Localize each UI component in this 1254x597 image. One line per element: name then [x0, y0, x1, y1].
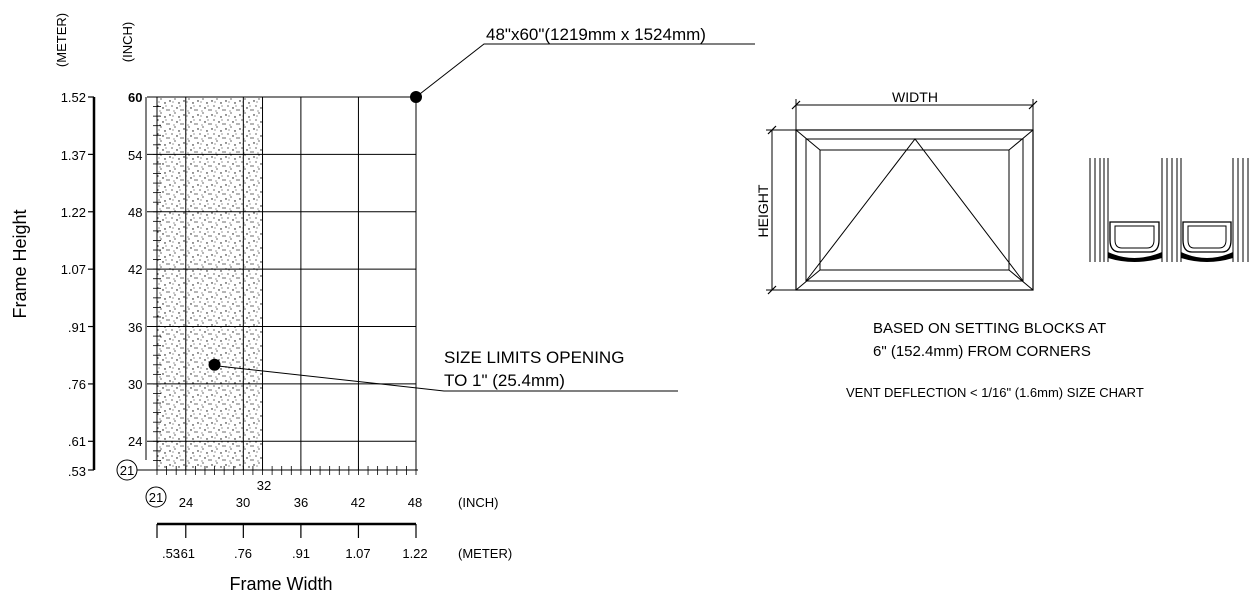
section-right-lines	[1232, 158, 1249, 262]
x-meter-tick-label: 1.07	[345, 546, 370, 561]
width-tick-left	[791, 100, 801, 110]
y-meter-tick-label: 1.52	[61, 90, 86, 105]
x-meter-tick-label: .61	[177, 546, 195, 561]
sealant-right	[1181, 252, 1233, 262]
height-tick-bottom	[767, 285, 777, 295]
y-origin-label: 21	[120, 463, 134, 478]
x-inch-unit-label: (INCH)	[458, 495, 498, 510]
y-inch-tick-label: 48	[128, 205, 142, 220]
chart-grid	[137, 96, 418, 471]
y-meter-ticks	[88, 96, 94, 471]
data-points	[208, 91, 422, 371]
y-meter-tick-labels: 1.52 1.37 1.22 1.07 .91 .76 .61 .53	[61, 90, 86, 479]
y-meter-tick-label: .91	[68, 320, 86, 335]
x-axis-title: Frame Width	[229, 574, 332, 594]
x-meter-tick-label: 1.22	[402, 546, 427, 561]
frame-miter	[795, 129, 821, 151]
x-origin-label: 21	[149, 490, 163, 505]
window-inner-frame	[805, 138, 1024, 282]
height-label: HEIGHT	[755, 184, 771, 237]
data-point	[208, 358, 221, 371]
size-chart: (METER) (INCH) Frame Height 60 54 48 42 …	[10, 13, 755, 594]
y-meter-tick-label: 1.37	[61, 148, 86, 163]
x-meter-tick-label: .91	[292, 546, 310, 561]
setting-note-line1: BASED ON SETTING BLOCKS AT	[873, 320, 1106, 337]
window-outer-frame	[795, 129, 1034, 291]
spacer-profile-right-inner	[1187, 225, 1227, 249]
y-meter-tick-label: .61	[68, 434, 86, 449]
size-limit-label-line2: TO 1" (25.4mm)	[444, 371, 565, 390]
vent-operation-triangle	[805, 138, 1024, 282]
y-meter-tick-label: .76	[68, 377, 86, 392]
max-size-leader-line	[415, 43, 755, 98]
y-meter-tick-label: .53	[68, 464, 86, 479]
y-inch-tick-label: 60	[128, 90, 142, 105]
y-inch-tick-label: 24	[128, 434, 142, 449]
x-meter-tick-label: .76	[234, 546, 252, 561]
meter-axis-unit-label: (METER)	[54, 13, 69, 67]
deflection-note: VENT DEFLECTION < 1/16" (1.6mm) SIZE CHA…	[846, 385, 1144, 400]
y-meter-tick-label: 1.22	[61, 205, 86, 220]
size-limit-label-line1: SIZE LIMITS OPENING	[444, 348, 624, 367]
size-limit-leader-line	[217, 365, 678, 392]
size-limit-shaded-region	[157, 97, 263, 470]
y-axis-title: Frame Height	[10, 209, 30, 318]
width-label: WIDTH	[892, 89, 938, 105]
max-size-label: 48"x60"(1219mm x 1524mm)	[486, 25, 706, 44]
x-inch-tick-label: 30	[236, 495, 250, 510]
y-inch-tick-label: 30	[128, 377, 142, 392]
x-meter-tick-label: .53	[162, 546, 180, 561]
x-inch-tick-label: 36	[294, 495, 308, 510]
section-left-lines	[1089, 158, 1109, 262]
section-middle-lines	[1161, 158, 1182, 262]
spacer-profile-left-inner	[1114, 225, 1155, 249]
spacer-profile-right	[1182, 221, 1232, 253]
frame-miter	[1008, 269, 1034, 291]
y-inch-tick-label: 54	[128, 148, 142, 163]
x-inch-tick-label: 42	[351, 495, 365, 510]
height-tick-top	[767, 125, 777, 135]
x-origin-circle	[145, 486, 167, 508]
x-meter-unit-label: (METER)	[458, 546, 512, 561]
y-meter-tick-label: 1.07	[61, 262, 86, 277]
spacer-profile-left	[1109, 221, 1160, 253]
glazing-section-detail	[1089, 158, 1249, 262]
x-inch-tick-label: 48	[408, 495, 422, 510]
y-inch-tick-label: 36	[128, 320, 142, 335]
y-inch-tick-labels: 60 54 48 42 36 30 24	[128, 90, 142, 449]
setting-note-line2: 6" (152.4mm) FROM CORNERS	[873, 343, 1091, 360]
x-meter-ticks	[156, 524, 417, 538]
frame-miter	[795, 269, 821, 291]
sealant-left	[1108, 252, 1162, 262]
frame-miter	[1008, 129, 1034, 151]
y-inch-tick-label: 42	[128, 262, 142, 277]
x-inch-tick-label: 24	[179, 495, 193, 510]
minor-ticks	[153, 96, 417, 475]
width-tick-right	[1028, 100, 1038, 110]
x-inch-tick-label: 32	[257, 478, 271, 493]
y-origin-circle	[116, 459, 138, 481]
inch-axis-unit-label: (INCH)	[120, 22, 135, 62]
window-sash	[819, 149, 1010, 271]
window-elevation: WIDTH HEIGHT	[755, 89, 1038, 295]
